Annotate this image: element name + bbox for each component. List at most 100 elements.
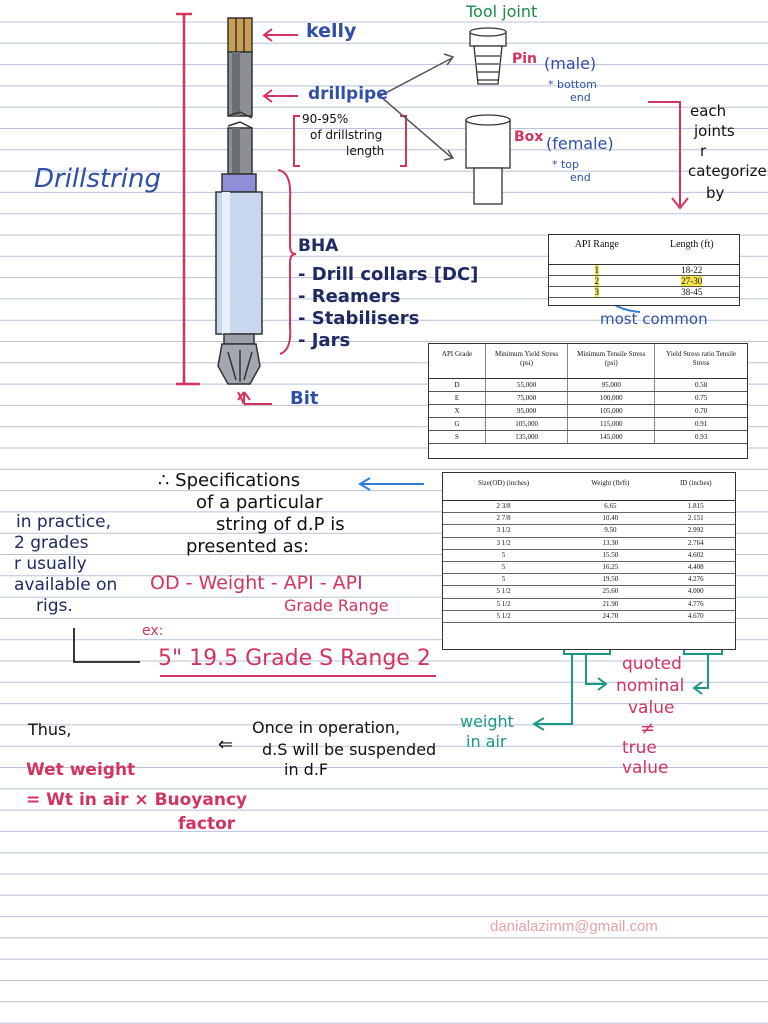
most-common-label: most common xyxy=(600,310,708,328)
tensile-cell: 115,000 xyxy=(567,417,655,431)
yield-header: Minimum Yield Stress (psi) xyxy=(484,344,568,379)
practice-line-3: r usually xyxy=(14,554,87,574)
id-header: ID (inches) xyxy=(656,473,735,501)
wet-weight-label: Wet weight xyxy=(26,760,136,780)
not-equal-sign: ≠ xyxy=(640,718,656,739)
weight-cell: 6.65 xyxy=(564,500,657,514)
id-cell: 4.776 xyxy=(656,598,735,611)
ratio-header: Yield Stress ratio Tensile Stress xyxy=(654,344,747,379)
pin-illustration xyxy=(469,27,507,85)
id-cell: 4.276 xyxy=(656,573,735,587)
spec-example: 5" 19.5 Grade S Range 2 xyxy=(158,646,431,671)
weight-cell: 10.40 xyxy=(564,512,657,526)
operation-line-2: d.S will be suspended xyxy=(262,740,437,759)
size-cell: 2 7/8 xyxy=(443,512,565,526)
tensile-header: Minimum Tensile Stress (psi) xyxy=(567,344,655,379)
box-illustration xyxy=(465,114,511,205)
practice-line-5: rigs. xyxy=(36,596,73,616)
size-cell: 5 xyxy=(443,561,565,575)
grade-cell: D xyxy=(429,378,486,392)
spec-line-3: string of d.P is xyxy=(216,514,345,535)
id-cell: 2.992 xyxy=(656,524,735,538)
pin-label: Pin xyxy=(512,51,538,67)
pin-note-1: * bottom xyxy=(548,78,597,91)
quoted-line-3: value xyxy=(628,698,675,718)
each-line-2: joints xyxy=(694,122,735,140)
yield-cell: 75,000 xyxy=(484,391,568,405)
weight-cell: 24.70 xyxy=(564,610,657,624)
grade-cell: E xyxy=(429,391,486,405)
tensile-cell: 100,000 xyxy=(567,391,655,405)
operation-line-1: Once in operation, xyxy=(252,718,401,737)
grade-cell: X xyxy=(429,404,486,418)
true-line-1: true xyxy=(622,738,657,758)
length-header: Length (ft) xyxy=(644,235,739,265)
api-range-value: 3 xyxy=(594,287,600,297)
each-line-5: by xyxy=(706,184,725,202)
ratio-cell: 0.91 xyxy=(654,417,747,431)
bha-label: BHA xyxy=(298,236,339,256)
ratio-cell: 0.75 xyxy=(654,391,747,405)
id-cell: 1.815 xyxy=(656,500,735,514)
each-line-1: each xyxy=(690,102,727,120)
api-range-value: 2 xyxy=(594,276,600,286)
size-cell: 2 3/8 xyxy=(443,500,565,514)
kelly-illustration xyxy=(227,17,253,53)
size-cell: 5 xyxy=(443,573,565,587)
weight-cell: 25.60 xyxy=(564,585,657,599)
tensile-cell: 95,000 xyxy=(567,378,655,392)
id-cell: 2.151 xyxy=(656,512,735,526)
yield-cell: 135,000 xyxy=(484,430,568,444)
pipe-of: of drillstring xyxy=(310,128,383,142)
pin-male-label: (male) xyxy=(544,54,597,73)
tensile-cell: 105,000 xyxy=(567,404,655,418)
size-cell: 5 1/2 xyxy=(443,598,565,611)
id-cell: 4.602 xyxy=(656,549,735,563)
ratio-cell: 0.58 xyxy=(654,378,747,392)
spec-line-1: ∴ Specifications xyxy=(158,470,301,491)
ratio-cell: 0.70 xyxy=(654,404,747,418)
api-grade-table: API Grade Minimum Yield Stress (psi) Min… xyxy=(428,343,748,459)
practice-line-1: in practice, xyxy=(16,512,112,532)
drillstring-label: Drillstring xyxy=(34,164,162,194)
size-cell: 3 1/2 xyxy=(443,537,565,550)
tensile-cell: 145,000 xyxy=(567,430,655,444)
api-range-header: API Range xyxy=(549,235,645,265)
weight-cell: 15.50 xyxy=(564,549,657,563)
id-cell: 4.000 xyxy=(656,585,735,599)
spec-formula-2: Grade Range xyxy=(284,596,389,615)
ex-label: ex: xyxy=(142,623,164,639)
length-value: 18-22 xyxy=(644,264,739,276)
grade-cell: S xyxy=(429,430,486,444)
id-cell: 4.670 xyxy=(656,610,735,624)
thus-label: Thus, xyxy=(28,720,72,739)
table-row: 1 18-22 xyxy=(549,264,739,276)
bha-item-1: - Drill collars [DC] xyxy=(298,264,479,285)
quoted-line-1: quoted xyxy=(622,654,682,674)
operation-line-3: in d.F xyxy=(284,760,329,779)
pin-note-2: end xyxy=(570,91,591,104)
pipe-size-table: Size(OD) (inches) Weight (lb/ft) ID (inc… xyxy=(442,472,736,650)
size-header: Size(OD) (inches) xyxy=(443,473,565,501)
size-cell: 5 1/2 xyxy=(443,610,565,624)
id-cell: 2.764 xyxy=(656,537,735,550)
box-note-2: end xyxy=(570,171,591,184)
weight-cell: 21.90 xyxy=(564,598,657,611)
table-row: 2 27-30 xyxy=(549,275,739,287)
true-line-2: value xyxy=(622,758,669,778)
quoted-line-2: nominal xyxy=(616,676,685,696)
practice-line-2: 2 grades xyxy=(14,533,89,553)
grade-header: API Grade xyxy=(429,344,486,379)
bha-item-2: - Reamers xyxy=(298,286,401,307)
bha-item-3: - Stabilisers xyxy=(298,308,420,329)
ratio-cell: 0.93 xyxy=(654,430,747,444)
box-female-label: (female) xyxy=(546,134,614,153)
